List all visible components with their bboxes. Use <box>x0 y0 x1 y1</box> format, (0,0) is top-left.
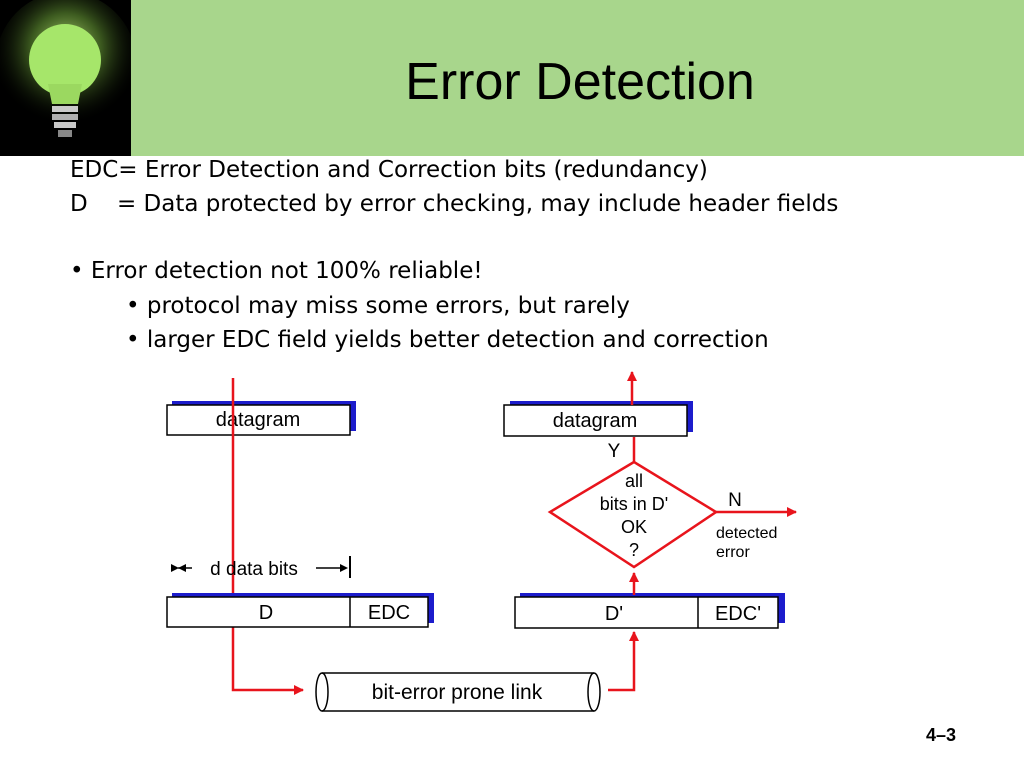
sender-datagram-box: datagram <box>166 401 356 436</box>
no-label: N <box>728 490 742 511</box>
receiver-frame-box: D' EDC' <box>514 593 785 629</box>
sender-frame-box: D EDC <box>166 593 434 628</box>
receiver-edc-label: EDC' <box>715 603 761 625</box>
page-number: 4–3 <box>926 725 957 745</box>
receiver-datagram-label: datagram <box>553 410 638 432</box>
header-band <box>0 0 1024 156</box>
yes-label: Y <box>608 441 621 462</box>
detected-error-line-1: detected <box>716 525 777 542</box>
edc-definition: EDC= Error Detection and Correction bits… <box>70 157 708 183</box>
decision-line-question: ? <box>629 540 639 560</box>
d-data-bits-label: d data bits <box>210 559 298 580</box>
sub-bullet-miss-errors: • protocol may miss some errors, but rar… <box>126 293 630 319</box>
lightbulb-logo <box>0 0 131 156</box>
decision-line-all: all <box>625 471 643 491</box>
d-data-bits-dimension: d data bits <box>171 556 351 580</box>
bit-error-link: bit-error prone link <box>315 672 601 712</box>
decision-diamond: all bits in D' OK ? <box>547 460 719 569</box>
sender-d-label: D <box>259 602 273 624</box>
bullet-reliability: • Error detection not 100% reliable! <box>70 258 483 284</box>
sender-edc-label: EDC <box>368 602 410 624</box>
sender-datagram-label: datagram <box>216 409 301 431</box>
sub-bullet-larger-edc: • larger EDC field yields better detecti… <box>126 327 769 353</box>
d-definition: D = Data protected by error checking, ma… <box>70 191 839 217</box>
decision-line-ok: OK <box>621 517 647 537</box>
decision-line-bits: bits in D' <box>600 494 668 514</box>
receiver-datagram-box: datagram <box>503 401 693 437</box>
receiver-link-arrow <box>608 631 639 692</box>
receiver-d-label: D' <box>605 603 623 625</box>
detected-error-line-2: error <box>716 544 750 561</box>
slide-title: Error Detection <box>405 53 755 111</box>
sender-flow-arrow <box>231 378 304 695</box>
link-label: bit-error prone link <box>372 681 543 704</box>
